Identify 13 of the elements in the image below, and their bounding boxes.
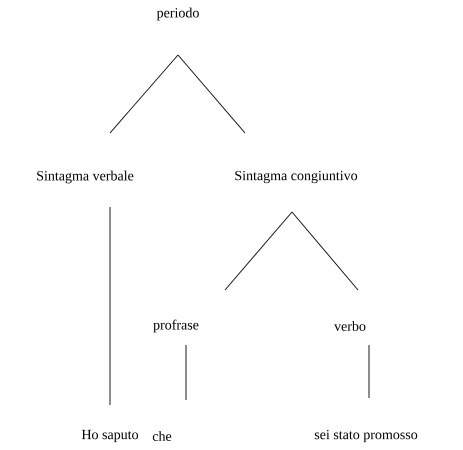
tree-label: Sintagma congiuntivo (235, 170, 358, 184)
tree-branch (368, 344, 370, 398)
tree-label: Ho saputo (82, 430, 138, 442)
tree-label: verbo (334, 321, 366, 331)
tree-branch (224, 212, 292, 290)
tree-label: Sintagma verbale (37, 170, 134, 184)
tree-label: periodo (156, 8, 199, 20)
tree-label: profrase (153, 320, 198, 332)
tree-label: sei stato promosso (314, 430, 418, 442)
tree-label: che (152, 431, 172, 441)
tree-branch (178, 54, 246, 134)
tree-branch (110, 54, 178, 134)
tree-branch (292, 212, 358, 290)
